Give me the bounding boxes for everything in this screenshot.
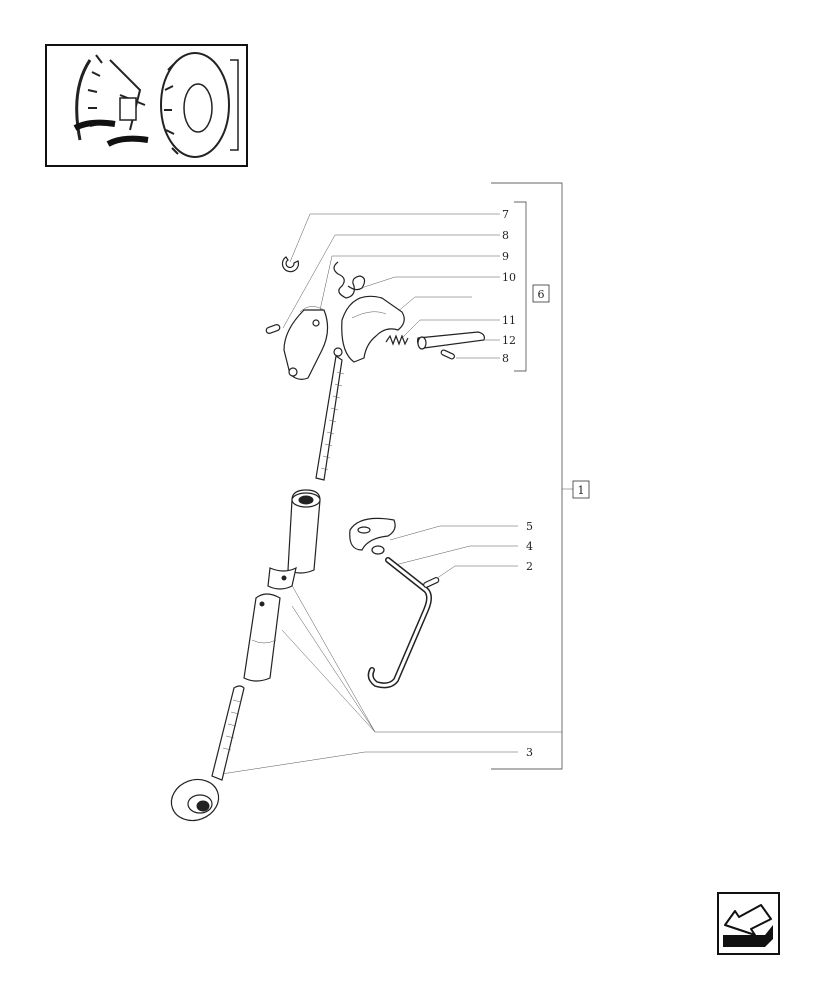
callout-7[interactable]: 7 <box>502 208 509 221</box>
back-arrow-icon[interactable] <box>717 892 780 955</box>
threaded-rod-lower-part <box>211 685 245 781</box>
sleeve-lower-part <box>243 593 281 682</box>
hook-part <box>333 295 405 363</box>
sleeve-upper-part <box>287 489 321 574</box>
pin-shaft-part <box>417 331 485 350</box>
callout-3[interactable]: 3 <box>526 746 533 759</box>
svg-text:1: 1 <box>578 484 585 497</box>
snap-ring-part <box>281 256 300 273</box>
assembly-label: 1 <box>572 480 590 499</box>
pin-small-part <box>440 349 455 360</box>
callout-5[interactable]: 5 <box>526 520 533 533</box>
callout-10[interactable]: 10 <box>502 271 516 284</box>
callout-9[interactable]: 9 <box>502 250 509 263</box>
callout-11[interactable]: 11 <box>502 314 516 327</box>
callout-4[interactable]: 4 <box>526 540 533 553</box>
subassembly-label: 6 <box>532 284 550 303</box>
callout-2[interactable]: 2 <box>526 560 533 573</box>
svg-text:6: 6 <box>538 288 545 301</box>
latch-plate-part <box>283 306 329 380</box>
ball-joint-part <box>170 778 220 822</box>
sleeve-middle-part <box>267 566 297 590</box>
small-pin-part <box>423 577 440 588</box>
threaded-rod-upper-part <box>315 354 345 481</box>
callout-8-bottom[interactable]: 8 <box>502 352 509 365</box>
retaining-rod-part <box>367 557 432 689</box>
strap-clamp-part <box>349 517 396 555</box>
small-spring-part <box>385 334 409 346</box>
tractor-thumbnail-icon[interactable] <box>45 44 248 167</box>
callout-12[interactable]: 12 <box>502 334 516 347</box>
pin-part <box>265 324 281 334</box>
spring-part <box>333 261 366 299</box>
callout-8-top[interactable]: 8 <box>502 229 509 242</box>
